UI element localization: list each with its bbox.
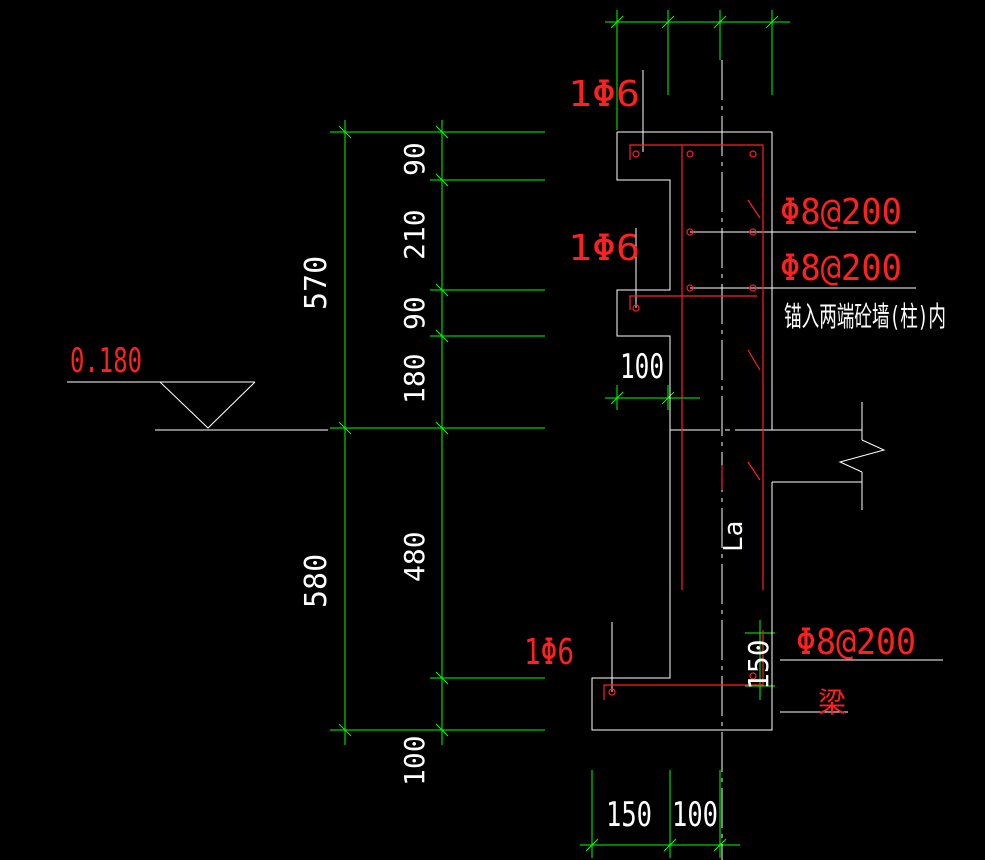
stirrup-label-1: Φ8@200 [780, 192, 902, 233]
vertical-dimension-chain [330, 120, 545, 745]
rebar-label-top: 1Φ6 [568, 74, 640, 115]
stirrup-label-2: Φ8@200 [780, 248, 902, 289]
rebar-lines [603, 144, 764, 700]
dim-inner-180: 180 [398, 353, 431, 404]
dim-inner-100: 100 [398, 735, 431, 786]
dim-inner-90-mid: 90 [398, 296, 431, 330]
ledge-dimension [605, 385, 700, 410]
dim-bottom-100: 100 [672, 795, 718, 835]
dim-upper-570: 570 [299, 256, 334, 310]
rebar-label-mid: 1Φ6 [568, 228, 640, 269]
hook-dimension [745, 620, 775, 700]
dim-inner-480: 480 [398, 531, 431, 582]
stirrup-label-3: Φ8@200 [796, 622, 916, 663]
dim-bottom-150: 150 [606, 795, 652, 835]
dim-hook-150: 150 [742, 639, 775, 690]
bottom-dimension-chain [580, 770, 740, 858]
rebar-label-bottom: 1Φ6 [524, 632, 574, 673]
anchorage-label: La [719, 521, 749, 552]
beam-note: 梁 [818, 686, 846, 719]
dim-inner-90-top: 90 [398, 142, 431, 176]
elevation-label: 0.180 [70, 341, 142, 381]
dim-ledge-100: 100 [620, 347, 664, 387]
dim-inner-210: 210 [398, 209, 431, 260]
concrete-outline [67, 60, 943, 860]
dim-lower-580: 580 [299, 554, 334, 608]
anchor-note: 锚入两端砼墙(柱)内 [784, 300, 946, 333]
top-dimension-chain [605, 10, 790, 130]
